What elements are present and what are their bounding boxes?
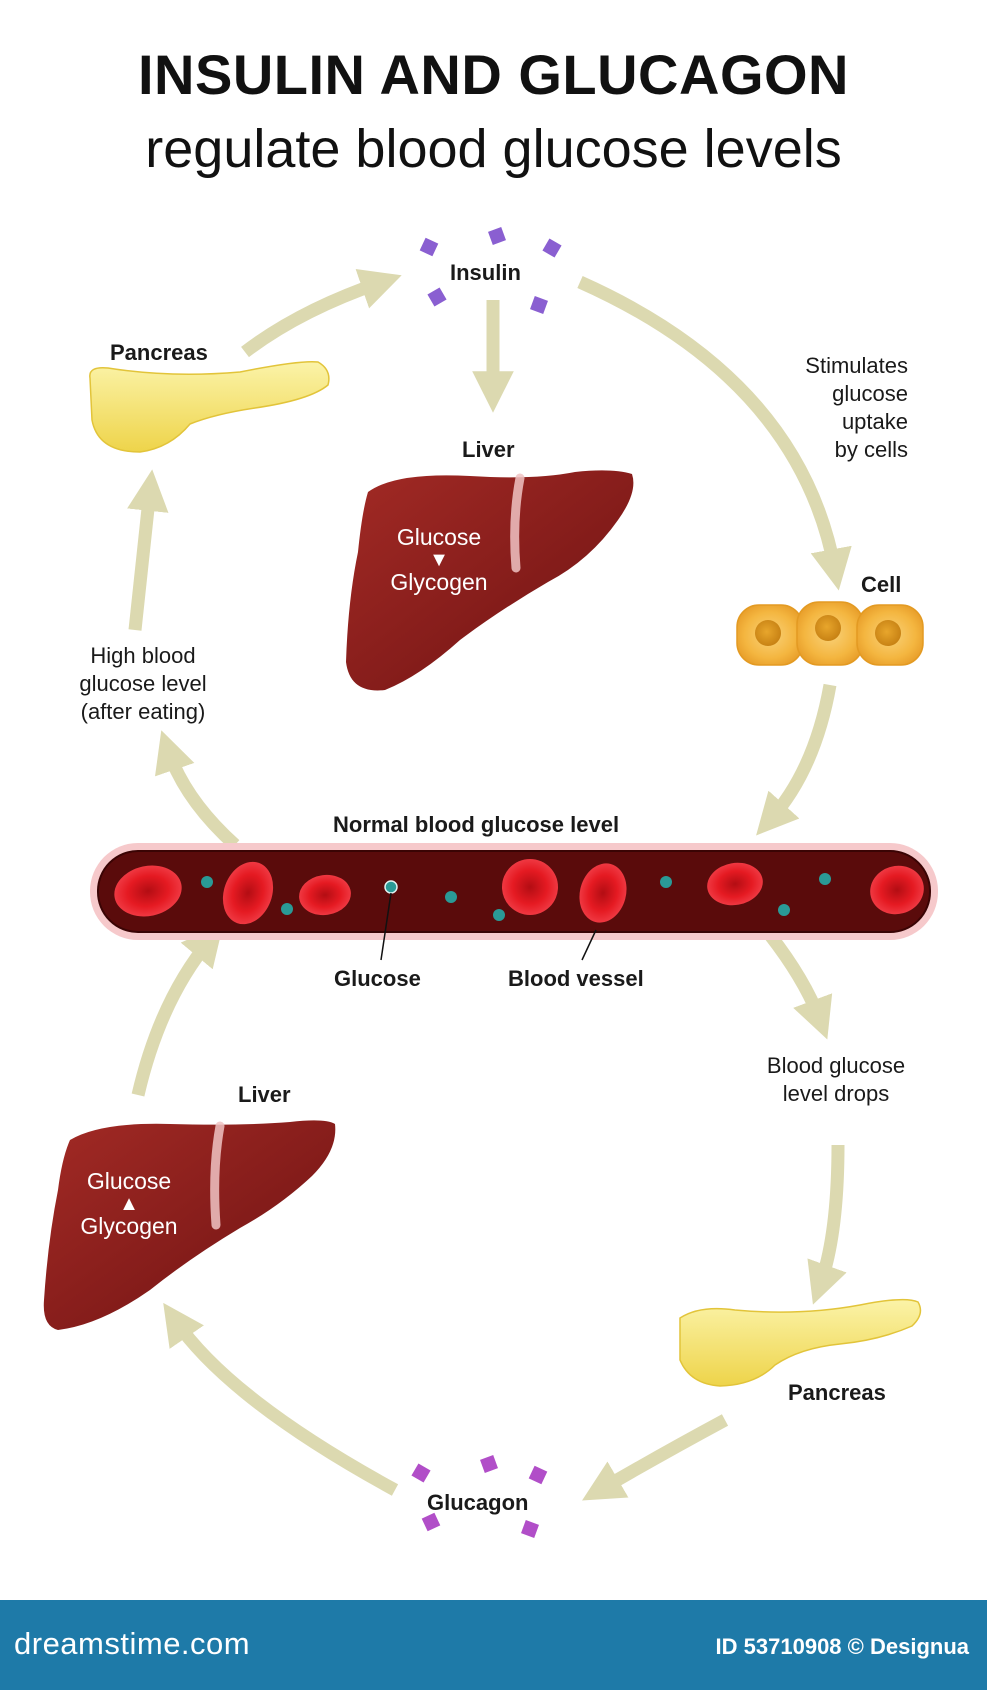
blood-vessel-pointer-label: Blood vessel	[508, 966, 644, 991]
insulin-crystal	[427, 287, 447, 307]
glucose-molecules	[201, 873, 831, 921]
glucose-molecule	[819, 873, 831, 885]
pancreas-top-label: Pancreas	[110, 340, 208, 365]
liver-bottom-label: Liver	[238, 1082, 291, 1107]
arrow-drops-to-pancreas	[807, 1144, 847, 1305]
insulin-label: Insulin	[450, 260, 521, 285]
cell-label: Cell	[861, 572, 902, 597]
red-blood-cell	[299, 874, 351, 916]
high-blood-glucose-label: High blood glucose level (after eating)	[58, 642, 228, 726]
arrow-vessel-to-high	[155, 730, 240, 850]
vessel-pointer-line	[581, 929, 597, 961]
cell-cluster	[736, 601, 924, 666]
liver-top-from: Glucose	[396, 524, 482, 550]
liver-bottom-process: Glucose ▲ Glycogen	[54, 1168, 204, 1240]
high-blood-line: High blood	[90, 643, 196, 668]
pancreas-top-organ	[89, 360, 330, 453]
cell	[796, 601, 864, 666]
glucagon-crystal	[421, 1512, 441, 1532]
glucagon-crystal	[521, 1520, 539, 1538]
insulin-crystal	[542, 238, 562, 258]
up-arrow-icon: ▲	[119, 1193, 139, 1215]
glucose-molecule	[384, 880, 398, 894]
arrow-vessel-to-drops	[764, 931, 833, 1040]
red-blood-cell	[502, 859, 558, 915]
down-arrow-icon: ▼	[429, 549, 449, 571]
glucose-molecule	[281, 903, 293, 915]
liver-bottom-from: Glycogen	[80, 1213, 178, 1239]
glucagon-crystal	[480, 1455, 498, 1473]
liver-top-process: Glucose ▼ Glycogen	[364, 524, 514, 596]
high-blood-line: glucose level	[79, 671, 207, 696]
stimulates-line: uptake	[841, 409, 908, 434]
red-blood-cell	[222, 861, 274, 925]
glucagon-crystal	[411, 1463, 431, 1483]
red-blood-cell	[707, 862, 763, 906]
drops-line: level drops	[782, 1081, 890, 1106]
pancreas-bottom-organ	[679, 1298, 922, 1387]
cycle-arrows	[127, 269, 852, 1501]
stimulates-line: by cells	[834, 437, 908, 462]
footer-image-id: ID 53710908 © Designua	[715, 1634, 969, 1659]
insulin-crystal	[488, 227, 506, 245]
arrow-cell-to-vessel	[756, 683, 837, 836]
footer-bar: dreamstime.com ID 53710908 © Designua	[0, 1600, 987, 1690]
glucose-molecule	[660, 876, 672, 888]
red-blood-cell	[870, 865, 924, 915]
diagram-title: INSULIN AND GLUCAGON	[137, 43, 849, 106]
footer-brand: dreamstime.com	[14, 1626, 251, 1661]
glucose-drops-label: Blood glucose level drops	[746, 1052, 926, 1108]
glucagon-label: Glucagon	[427, 1490, 529, 1515]
glucose-pointer-label: Glucose	[334, 966, 421, 991]
arrow-high-to-pancreas	[127, 469, 169, 631]
liver-bottom-organ	[43, 1120, 336, 1330]
arrow-pancreas-to-glucagon	[582, 1414, 729, 1501]
red-blood-cell	[579, 863, 627, 923]
arrow-glucagon-to-liver	[163, 1302, 399, 1496]
glucose-molecule	[778, 904, 790, 916]
glucose-pointer-line	[380, 892, 392, 961]
stimulates-uptake-label: Stimulates glucose uptake by cells	[740, 352, 908, 464]
glucose-molecule	[493, 909, 505, 921]
glucose-molecule	[445, 891, 457, 903]
insulin-crystals	[419, 227, 562, 314]
diagram-subtitle: regulate blood glucose levels	[145, 119, 842, 179]
glucose-molecule	[201, 876, 213, 888]
liver-bottom-to: Glucose	[86, 1168, 172, 1194]
liver-top-organ	[346, 470, 634, 691]
glucagon-crystals	[411, 1455, 548, 1538]
normal-blood-glucose-label: Normal blood glucose level	[333, 812, 620, 837]
red-blood-cell	[114, 865, 182, 917]
arrow-pancreas-to-insulin	[241, 269, 402, 358]
arrow-liver-to-vessel	[131, 924, 224, 1097]
arrow-insulin-to-cell	[577, 276, 852, 591]
high-blood-line: (after eating)	[80, 699, 206, 724]
insulin-crystal	[419, 237, 439, 257]
insulin-crystal	[530, 296, 548, 314]
drops-line: Blood glucose	[766, 1053, 906, 1078]
red-blood-cells	[114, 859, 924, 925]
cell	[736, 604, 804, 666]
cell	[856, 604, 924, 666]
liver-top-to: Glycogen	[390, 569, 488, 595]
liver-top-label: Liver	[462, 437, 515, 462]
glucagon-crystal	[528, 1465, 548, 1485]
pancreas-bottom-label: Pancreas	[788, 1380, 886, 1405]
stimulates-line: glucose	[832, 381, 908, 406]
stimulates-line: Stimulates	[805, 353, 908, 378]
